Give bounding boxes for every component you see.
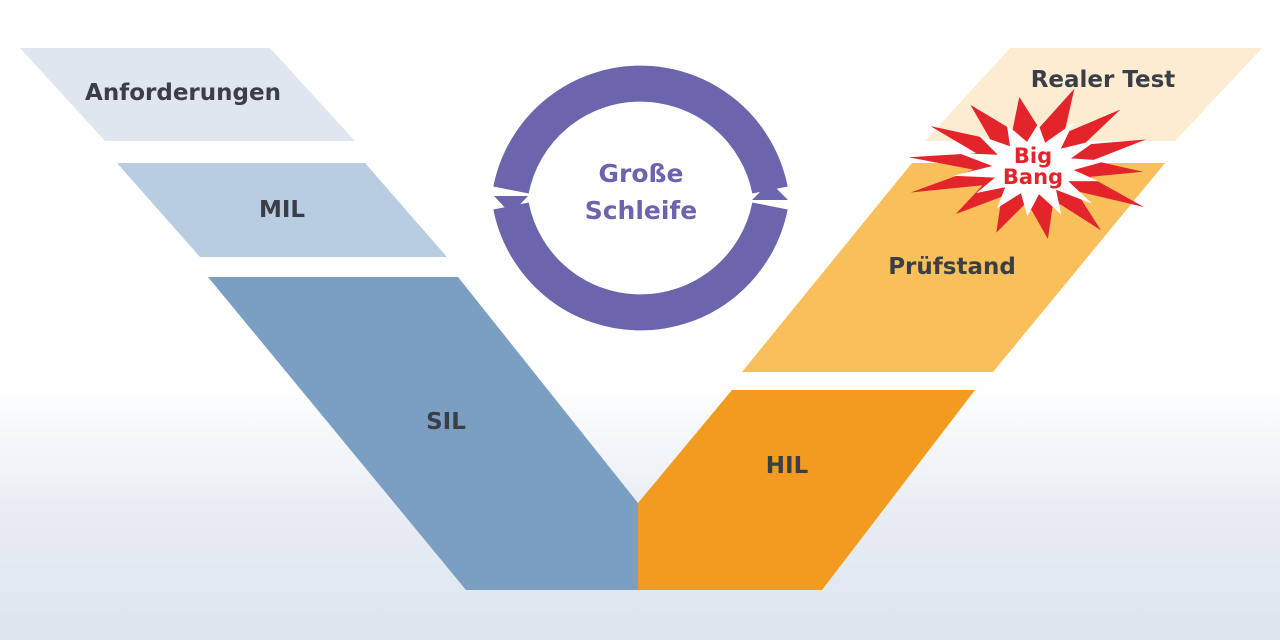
loop-arc-top [493, 65, 788, 194]
loop-label-line2: Schleife [585, 196, 698, 225]
sil-band [208, 277, 638, 590]
requirements-label: Anforderungen [85, 80, 281, 106]
big-bang-label-line1: Big [1014, 144, 1052, 168]
mil-band [117, 163, 447, 257]
loop-arrowhead-right [752, 182, 788, 200]
burst-inner-shape [953, 122, 1107, 217]
requirements-band [20, 48, 355, 141]
loop-label-line1: Große [599, 159, 684, 188]
real-test-band [925, 48, 1262, 141]
loop-cycle-icon [493, 65, 788, 331]
mil-label: MIL [259, 197, 305, 223]
test-bench-label: Prüfstand [888, 254, 1016, 280]
loop-arrowhead-left [494, 196, 528, 214]
hil-band [638, 390, 975, 590]
sil-label: SIL [426, 409, 466, 435]
real-test-label: Realer Test [1031, 67, 1176, 93]
test-bench-band [742, 163, 1165, 372]
loop-arc-bottom [493, 202, 788, 331]
hil-label: HIL [766, 453, 809, 479]
big-bang-burst-icon [908, 88, 1146, 239]
big-bang-label-line2: Bang [1003, 165, 1063, 189]
